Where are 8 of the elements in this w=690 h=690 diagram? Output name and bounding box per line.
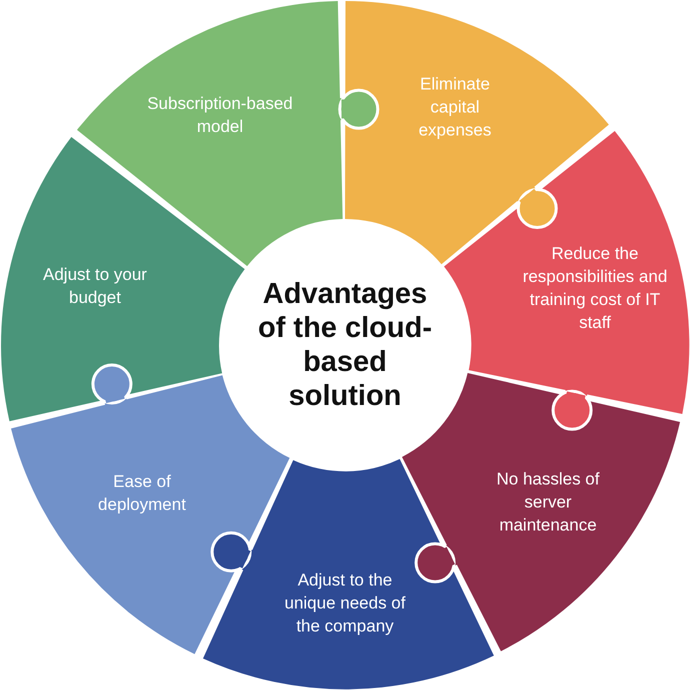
segment-label: Eliminate capital expenses: [418, 73, 492, 142]
diagram-title: Advantages of the cloud-based solution: [257, 277, 433, 414]
segment-label: Subscription-based model: [146, 92, 294, 138]
segment-label: Adjust to your budget: [42, 264, 148, 309]
segment-label: No hassles of server maintenance: [495, 468, 600, 536]
segment-label: Adjust to the unique needs of the company: [283, 569, 406, 638]
segment-label: Reduce the responsibilities and training cost of IT staff: [522, 242, 668, 334]
segment-label: Ease of deployment: [97, 470, 187, 516]
